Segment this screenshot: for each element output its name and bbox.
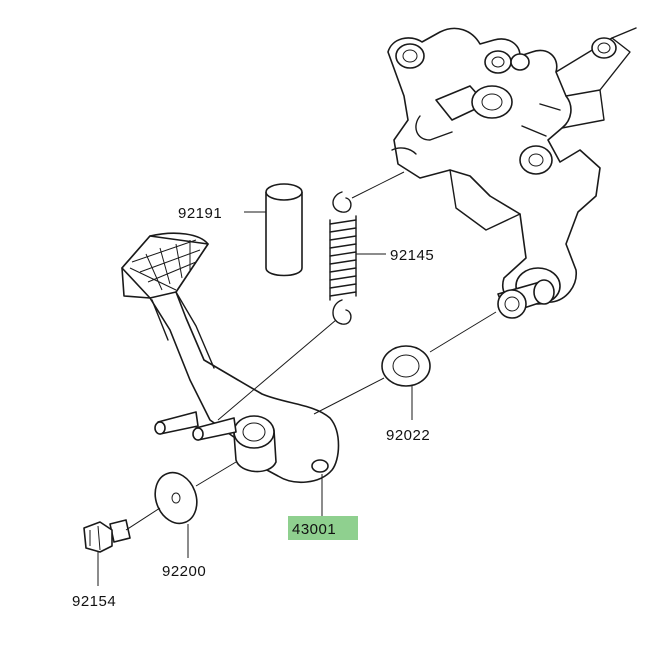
flat-washer-part bbox=[154, 471, 198, 525]
label-43001: 43001 bbox=[292, 521, 336, 538]
pivot-shaft bbox=[497, 279, 555, 319]
label-92200: 92200 bbox=[162, 563, 206, 580]
brake-pedal-part bbox=[121, 232, 340, 483]
label-92022: 92022 bbox=[386, 427, 430, 444]
label-92191: 92191 bbox=[178, 205, 222, 222]
collar-part bbox=[265, 183, 303, 277]
label-92154: 92154 bbox=[72, 593, 116, 610]
part-labels: 92191 92145 92022 43001 92200 92154 bbox=[72, 205, 434, 610]
frame-bracket bbox=[387, 27, 637, 305]
highlight-box-43001 bbox=[288, 516, 358, 540]
label-92145: 92145 bbox=[390, 247, 434, 264]
leader-lines bbox=[97, 211, 413, 586]
assembly-guide-lines bbox=[125, 171, 497, 531]
washer-part bbox=[381, 345, 431, 387]
return-spring-part bbox=[329, 191, 357, 325]
bolt-part bbox=[83, 519, 131, 553]
